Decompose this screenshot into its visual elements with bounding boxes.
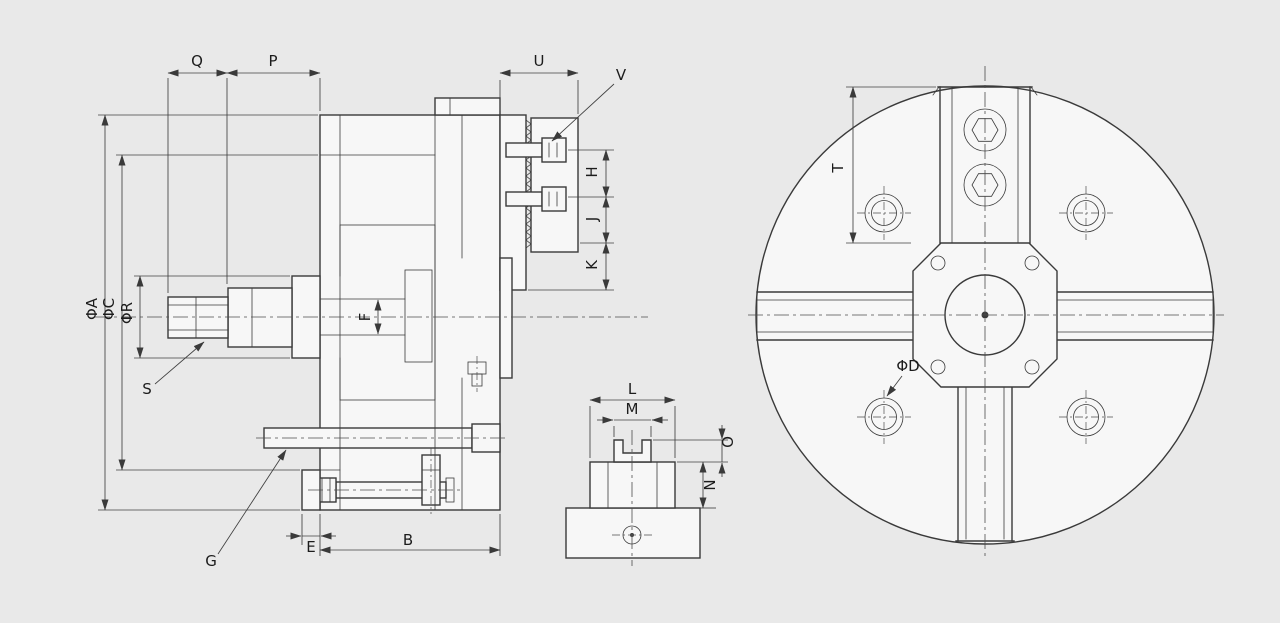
section-dimension-lines: [101, 69, 615, 555]
front-rim: [434, 97, 501, 116]
cross-guideway: [756, 291, 1214, 341]
jaw-base-block: [565, 507, 701, 559]
jaw-bolt-1: [505, 137, 567, 163]
dim-label-o: O: [719, 436, 737, 448]
dim-label-h: H: [583, 166, 601, 177]
section-extension-lines: [98, 78, 614, 556]
jaw-extension-lines: [589, 406, 728, 509]
front-view: T ΦD: [748, 66, 1224, 560]
front-centerlines: [748, 66, 1224, 560]
mount-hole-3: [857, 390, 911, 444]
corner-bolt-3: [930, 359, 946, 375]
jaw-serrations: [525, 119, 532, 249]
dim-label-k: K: [583, 259, 601, 270]
dim-label-n: N: [701, 479, 719, 490]
leader-phi-d: [886, 375, 903, 397]
dim-label-phi-a: ΦA: [83, 297, 101, 320]
front-boss: [499, 257, 513, 379]
dim-label-t: T: [829, 163, 847, 174]
note-label-v: V: [616, 66, 627, 84]
dim-label-q: Q: [191, 52, 203, 70]
dim-label-u: U: [534, 52, 545, 70]
dim-label-j: J: [583, 217, 601, 222]
dim-label-m: M: [626, 400, 639, 418]
jaw-tenon: [613, 439, 652, 463]
jaw-bolt-2: [505, 186, 567, 212]
dim-label-l: L: [628, 380, 637, 398]
dim-label-b: B: [403, 531, 413, 549]
leader-s: [154, 341, 205, 385]
mount-hole-2: [1059, 186, 1113, 240]
corner-bolt-1: [930, 255, 946, 271]
dim-label-e: E: [306, 538, 315, 556]
drive-shaft: [227, 287, 293, 348]
front-dimensions: [846, 86, 936, 397]
note-label-g: G: [205, 552, 217, 570]
dim-label-phi-r: ΦR: [118, 302, 136, 324]
bottom-guideway: [955, 386, 1015, 542]
mount-hole-1: [857, 186, 911, 240]
section-centerlines: [95, 316, 648, 514]
jaw-detail-view: L M O N: [565, 380, 737, 566]
section-internal-lines: [167, 97, 532, 511]
dim-label-p: P: [268, 52, 277, 70]
jaw-mid-block: [589, 461, 676, 509]
mount-hole-4: [1059, 390, 1113, 444]
leader-v: [551, 83, 615, 142]
jaw-dimension-lines: [589, 396, 726, 509]
corner-bolt-2: [1024, 255, 1040, 271]
dim-label-f: F: [356, 313, 374, 322]
dim-label-phi-c: ΦC: [100, 298, 118, 320]
corner-bolt-4: [1024, 359, 1040, 375]
leader-g: [217, 449, 287, 555]
shaft-square-end: [167, 296, 229, 339]
section-view: Q P U V ΦA ΦC ΦR H J K F S G E B: [83, 52, 648, 570]
note-label-s: S: [142, 380, 152, 398]
dim-label-phi-d: ΦD: [896, 357, 919, 375]
